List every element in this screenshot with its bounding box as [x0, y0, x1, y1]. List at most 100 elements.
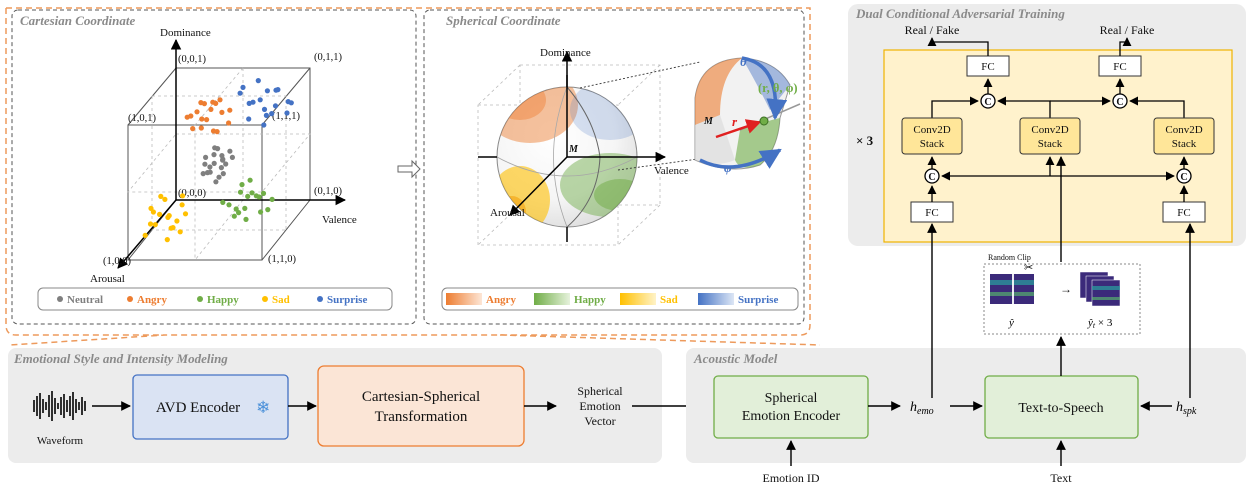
spherical-panel: Spherical Coordinate [423, 9, 805, 325]
scatter-point-angry [208, 106, 214, 112]
scatter-point-surprise [264, 88, 270, 94]
clip-arrow: → [1060, 282, 1072, 296]
scatter-point-neutral [218, 165, 224, 171]
scatter-point-neutral [219, 153, 225, 159]
random-clip-title: Random Clip [988, 253, 1031, 262]
scatter-point-happy [236, 210, 242, 216]
cart-dominance-label: Dominance [160, 27, 211, 39]
scatter-point-neutral [200, 171, 206, 177]
legend-label-happy: Happy [207, 294, 239, 306]
legend-marker-sad [262, 296, 268, 302]
scatter-point-neutral [223, 161, 229, 167]
scatter-point-angry [194, 109, 200, 115]
scatter-point-angry [198, 125, 204, 131]
scatter-point-neutral [202, 161, 208, 167]
sph-valence-label: Valence [654, 165, 689, 177]
scatter-point-happy [269, 196, 275, 202]
scissors-icon: ✂ [1024, 262, 1033, 274]
scatter-point-neutral [213, 179, 219, 185]
spherical-emotion-encoder-box: Spherical Emotion Encoder [713, 375, 869, 439]
transform-arrow-icon [397, 159, 421, 179]
emotion-modeling-panel: Emotional Style and Intensity Modeling W… [8, 348, 662, 463]
scatter-point-happy [231, 213, 237, 219]
svg-text:Spherical: Spherical [765, 391, 818, 406]
sph-legend-swatch-sad [620, 293, 656, 305]
scatter-point-angry [204, 117, 210, 123]
scatter-point-sad [174, 218, 180, 224]
legend-marker-surprise [317, 296, 323, 302]
zoom-center-label: M [703, 116, 714, 127]
scatter-point-angry [184, 114, 190, 120]
corner-000: (0,0,0) [178, 188, 206, 199]
point-label: (r, θ, φ) [758, 81, 798, 95]
scatter-point-surprise [240, 84, 246, 90]
sph-legend-swatch-surprise [698, 293, 734, 305]
scatter-point-neutral [227, 148, 233, 154]
acoustic-model-panel: Acoustic Model Spherical Emotion Encoder… [686, 348, 1246, 463]
sph-legend-label-angry: Angry [486, 294, 516, 306]
sph-center-label: M [568, 144, 579, 155]
legend-label-angry: Angry [137, 294, 167, 306]
scatter-point-angry [226, 120, 232, 126]
scatter-point-happy [249, 190, 255, 196]
sph-legend-label-surprise: Surprise [738, 294, 778, 306]
theta-label: θ [740, 54, 747, 69]
scatter-point-happy [265, 207, 271, 213]
cart-arousal-label: Arousal [90, 273, 125, 285]
scatter-point-sad [177, 229, 183, 235]
scatter-point-sad [170, 225, 176, 231]
svg-text:Conv2D: Conv2D [1165, 124, 1202, 136]
clipped-segments-icon [1079, 271, 1121, 307]
phi-label: φ [724, 160, 732, 175]
cartesian-title: Cartesian Coordinate [20, 13, 135, 28]
corner-011: (0,1,1) [314, 52, 342, 63]
scatter-point-sad [157, 211, 163, 217]
scatter-point-sad [152, 222, 158, 228]
random-clip-box: Random Clip ✂ → ŷ ŷt × 3 [983, 253, 1141, 335]
real-fake-label-1: Real / Fake [905, 23, 960, 37]
h-spk-label: hspk [1176, 400, 1197, 417]
scatter-point-neutral [207, 169, 213, 175]
svg-text:Cartesian-Spherical: Cartesian-Spherical [362, 389, 480, 405]
scatter-point-happy [239, 182, 245, 188]
scatter-point-happy [256, 194, 262, 200]
r-label: r [732, 114, 738, 129]
corner-100: (1,0,0) [103, 256, 131, 267]
scatter-point-neutral [211, 160, 217, 166]
h-emo-label: hemo [910, 400, 934, 417]
acoustic-title: Acoustic Model [693, 351, 778, 366]
scatter-point-surprise [285, 99, 291, 105]
concat-bottom-2: C [1176, 168, 1192, 184]
scatter-point-happy [220, 199, 226, 205]
cartesian-legend [37, 287, 393, 311]
dcat-panel: Dual Conditional Adversarial Training Re… [848, 4, 1246, 246]
cartesian-spherical-box: Cartesian-Spherical Transformation [317, 365, 525, 447]
svg-text:Stack: Stack [1172, 138, 1197, 150]
sph-legend-label-sad: Sad [660, 294, 678, 306]
svg-text:Text-to-Speech: Text-to-Speech [1018, 401, 1103, 416]
waveform-label: Waveform [37, 435, 84, 447]
svg-text:C: C [1116, 97, 1123, 108]
conv2d-stack-3: Conv2D Stack [1153, 117, 1215, 155]
scatter-point-happy [237, 189, 244, 195]
scatter-point-surprise [263, 112, 269, 118]
snowflake-icon: ❄ [256, 398, 270, 417]
conv2d-stack-2: Conv2D Stack [1019, 117, 1081, 155]
waveform-icon [33, 391, 86, 421]
scatter-point-happy [258, 209, 264, 215]
y-hat-t-label: ŷt × 3 [1087, 317, 1113, 330]
repeat-label: × 3 [856, 133, 874, 148]
svg-text:FC: FC [925, 207, 938, 219]
legend-label-neutral: Neutral [67, 294, 103, 306]
legend-label-sad: Sad [272, 294, 290, 306]
scatter-point-sad [142, 232, 148, 238]
scatter-point-surprise [261, 122, 267, 128]
spherical-title: Spherical Coordinate [446, 13, 561, 28]
scatter-point-sad [179, 202, 185, 208]
svg-text:C: C [928, 172, 935, 183]
scatter-point-surprise [269, 111, 275, 117]
concat-top-1: C [980, 93, 996, 109]
svg-text:Emotion Encoder: Emotion Encoder [742, 409, 841, 424]
scatter-point-surprise [250, 99, 256, 105]
